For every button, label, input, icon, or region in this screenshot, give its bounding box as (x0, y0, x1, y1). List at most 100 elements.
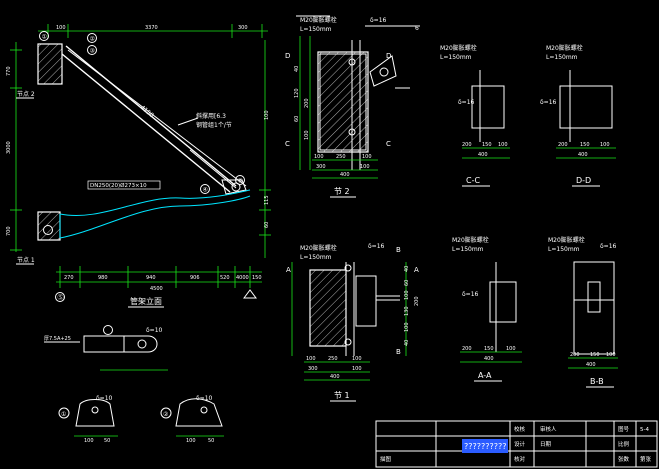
top-dim-2: 3370 (145, 25, 158, 31)
pipe-label: DN250(20)Ø273×10 (90, 182, 147, 189)
detail1-title: 节 1 (334, 391, 350, 400)
aa-title: A-A (478, 371, 492, 380)
bubble-3: ③ (90, 48, 95, 55)
d1-mark-a2: A (414, 266, 419, 274)
column-tag-left: Ⓢ (58, 294, 64, 302)
bottom-dim-5: 520 (220, 275, 230, 281)
plate2-dim-1: 100 (186, 438, 196, 444)
d2-bot-5: 100 (360, 164, 370, 170)
title-highlight: ?????????? (464, 442, 506, 451)
tb-r1-2: 图号 (618, 425, 630, 433)
bb-plate: δ=16 (600, 243, 617, 250)
d1-right-3: 100 (404, 290, 410, 300)
title-block: ?????????? 校核 审核人 图号 5-4 设计 日期 比例 描图 核对 … (375, 420, 658, 468)
tb-r1-1: 审核人 (540, 425, 557, 433)
bottom-dim-6: 4000 (236, 275, 249, 281)
d1-bot-4: 300 (308, 366, 318, 372)
tb-r2-1: 日期 (540, 441, 552, 448)
dd-title: D-D (576, 176, 591, 185)
small-details: 厚7.5A+25 δ=10 ① δ=10 100 50 ② δ=10 100 5… (44, 325, 224, 444)
right-dim-1: 100 (264, 110, 270, 120)
section-b-b: M20膨胀螺栓 L=150mm δ=16 200 150 100 400 B-B (548, 236, 618, 388)
aa-plate: δ=16 (462, 291, 479, 298)
tb-r3-1: 核对 (514, 455, 526, 463)
bb-dim-1: 200 (570, 352, 580, 358)
d1-right-6: 100 (404, 322, 410, 332)
section-c-c: M20膨胀螺栓 L=150mm δ=16 200 150 100 400 C-C (440, 44, 510, 187)
plate2-dim-2: 50 (208, 438, 214, 444)
cc-dim-1: 200 (462, 142, 472, 148)
bubble-4: ④ (203, 187, 208, 194)
d2-bot-6: 400 (340, 172, 350, 178)
plate1-dim-1: 100 (84, 438, 94, 444)
detail-1: M20膨胀螺栓 L=150mm δ=16 40 60 100 200 130 1… (286, 243, 420, 402)
detail2-head-2: L=150mm (300, 26, 332, 33)
plate2-tag: ② (163, 411, 169, 418)
cc-dim-2: 150 (482, 142, 492, 148)
detail1-head-2: L=150mm (300, 254, 332, 261)
left-dim-2: 3000 (6, 141, 12, 154)
d2-left-5: 100 (304, 130, 310, 140)
aa-dim-4: 400 (484, 356, 494, 362)
tb-r2-2: 比例 (618, 440, 630, 448)
tb-r2-0: 设计 (514, 440, 526, 448)
dd-dim-1: 200 (558, 142, 568, 148)
bb-head-1: M20膨胀螺栓 (548, 236, 585, 244)
tb-r3-2: 张数 (618, 455, 630, 463)
total-dim: 4500 (150, 286, 163, 292)
d2-bot-1: 100 (314, 154, 324, 160)
bracket-note: 厚7.5A+25 (44, 336, 71, 342)
aa-dim-3: 100 (506, 346, 516, 352)
detail2-weld: 6 (415, 25, 419, 32)
top-dim-1: 100 (56, 25, 66, 31)
d1-right-1: 40 (404, 266, 410, 272)
dd-head-2: L=150mm (546, 54, 578, 61)
dd-dim-4: 400 (578, 152, 588, 158)
d1-right-7: 40 (404, 340, 410, 346)
aa-head-2: L=150mm (452, 246, 484, 253)
left-dim-3: 700 (6, 226, 12, 236)
detail-2: M20膨胀螺栓 L=150mm δ=16 6 40 120 60 200 100… (285, 15, 420, 198)
tb-r3-3: 第张 (640, 455, 652, 463)
plate1-thk: δ=10 (96, 395, 113, 402)
d1-mark-b2: B (396, 348, 401, 356)
bb-title: B-B (590, 377, 604, 386)
plate1-dim-2: 50 (104, 438, 110, 444)
bottom-dim-1: 270 (64, 275, 74, 281)
d2-bot-4: 300 (316, 164, 326, 170)
tb-r1-0: 校核 (514, 425, 526, 433)
dd-plate: δ=16 (540, 99, 557, 106)
cc-head-2: L=150mm (440, 54, 472, 61)
d2-left-4: 200 (304, 98, 310, 108)
detail2-plate: δ=16 (370, 17, 387, 24)
d2-bot-3: 100 (362, 154, 372, 160)
cc-title: C-C (466, 176, 480, 185)
d2-mark-d1: D (285, 52, 290, 60)
dd-head-1: M20膨胀螺栓 (546, 44, 583, 52)
bubble-1: ① (42, 34, 47, 41)
elevation-view: 100 3370 300 770 3000 700 100 115 60 (6, 24, 271, 308)
member-note-line2: 钢管组1个/节 (196, 121, 232, 129)
d1-bot-2: 250 (328, 356, 338, 362)
bb-head-2: L=150mm (548, 246, 580, 253)
d2-mark-d2: D (386, 52, 391, 60)
aa-dim-1: 200 (462, 346, 472, 352)
cc-plate: δ=16 (458, 99, 475, 106)
d2-left-2: 120 (294, 88, 300, 98)
d1-bot-6: 400 (330, 374, 340, 380)
right-dim-3: 60 (264, 222, 270, 228)
d2-mark-c2: C (386, 140, 391, 148)
bottom-dim-4: 906 (190, 275, 200, 281)
highlight-cell (462, 439, 508, 453)
left-dim-1: 770 (6, 66, 12, 76)
tb-r1-3: 5-4 (640, 427, 649, 433)
cc-dim-3: 100 (498, 142, 508, 148)
detail2-head-1: M20膨胀螺栓 (300, 16, 337, 24)
bottom-dim-7: 150 (252, 275, 262, 281)
bb-dim-4: 400 (586, 362, 596, 368)
cc-dim-4: 400 (478, 152, 488, 158)
d1-mark-b1: B (396, 246, 401, 254)
d2-mark-c1: C (285, 140, 290, 148)
aa-head-1: M20膨胀螺栓 (452, 236, 489, 244)
